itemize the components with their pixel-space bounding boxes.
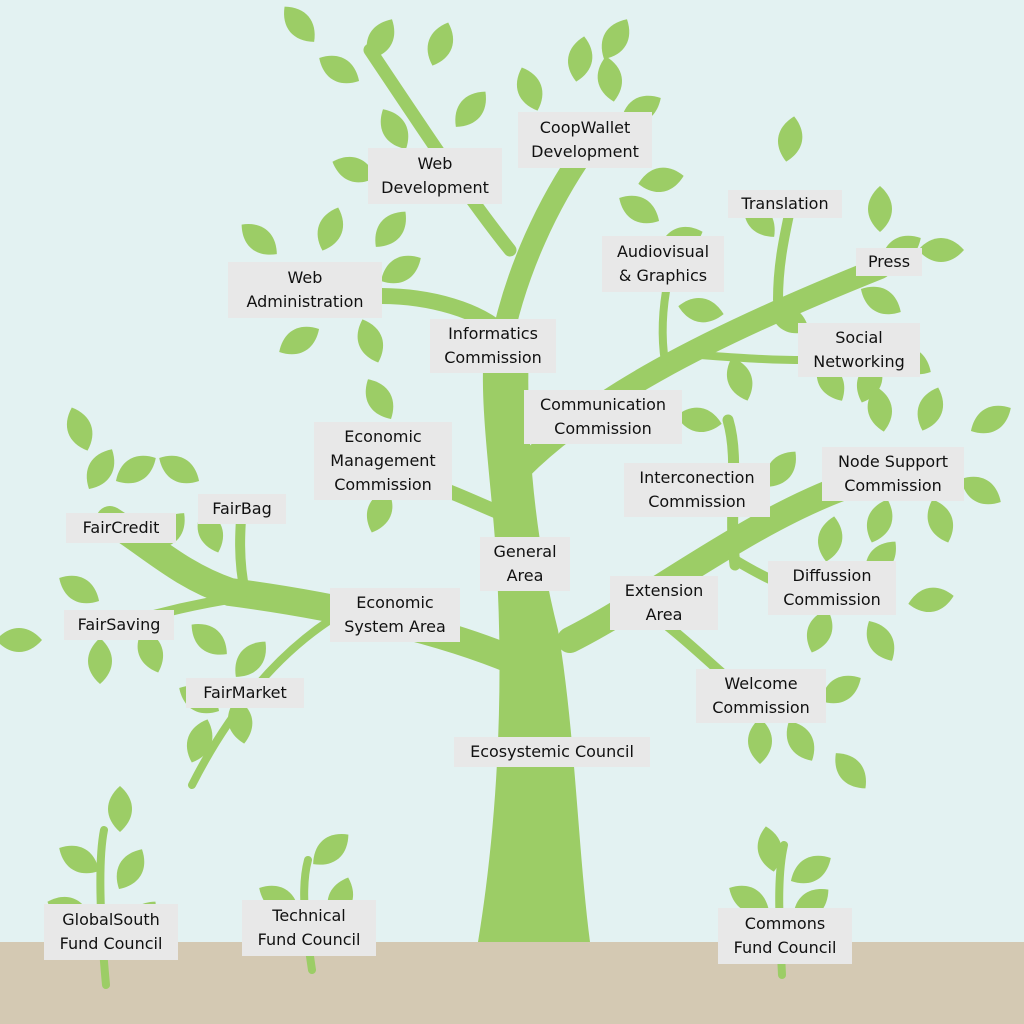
node-web-development: Web Development	[368, 148, 502, 204]
leaf	[917, 387, 943, 431]
leaf	[279, 326, 320, 355]
leaf	[241, 224, 277, 255]
branch-economic-system	[96, 506, 549, 684]
leaf	[619, 195, 660, 224]
leaf	[927, 499, 953, 543]
leaf	[59, 845, 100, 874]
leaf	[235, 641, 266, 677]
node-fairbag: FairBag	[198, 494, 286, 524]
node-globalsouth-fund-council: GlobalSouth Fund Council	[44, 904, 178, 960]
node-economic-management-commission: Economic Management Commission	[314, 422, 452, 500]
branch-social	[696, 351, 809, 364]
node-ecosystemic-council: Ecosystemic Council	[454, 737, 650, 767]
node-fairsaving: FairSaving	[64, 610, 174, 640]
leaf	[380, 255, 421, 284]
node-commons-fund-council: Commons Fund Council	[718, 908, 852, 964]
sprout-globalsouth	[96, 826, 110, 989]
leaf	[59, 575, 100, 604]
leaf	[455, 91, 486, 127]
node-diffussion-commission: Diffussion Commission	[768, 561, 896, 615]
leaf	[868, 186, 892, 232]
leaf	[357, 319, 383, 363]
leaf	[313, 834, 349, 865]
node-fairmarket: FairMarket	[186, 678, 304, 708]
node-web-administration: Web Administration	[228, 262, 382, 318]
node-informatics-commission: Informatics Commission	[430, 319, 556, 373]
leaf	[86, 449, 115, 490]
node-general-area: General Area	[480, 537, 570, 591]
node-economic-system-area: Economic System Area	[330, 588, 460, 642]
leaf	[908, 587, 954, 612]
node-faircredit: FairCredit	[66, 513, 176, 543]
leaf	[332, 157, 376, 183]
leaf	[748, 718, 772, 764]
leaf	[568, 36, 593, 82]
branch-audiovisual	[658, 276, 672, 366]
trunk	[478, 320, 590, 942]
leaf	[835, 753, 866, 789]
leaf	[866, 620, 895, 661]
leaf	[601, 19, 630, 60]
leaf	[137, 629, 163, 673]
leaf	[790, 855, 831, 884]
node-communication-commission: Communication Commission	[524, 390, 682, 444]
leaf	[375, 211, 406, 247]
leaf	[0, 628, 42, 652]
leaf	[807, 609, 833, 653]
leaf	[284, 6, 315, 42]
leaf	[116, 849, 145, 890]
leaf	[367, 489, 393, 533]
leaf	[778, 116, 803, 162]
leaf	[820, 675, 861, 704]
node-press: Press	[856, 248, 922, 276]
leaf	[765, 451, 796, 487]
leaf	[159, 455, 200, 484]
leaf	[727, 357, 753, 401]
leaf	[597, 56, 622, 102]
leaf	[960, 476, 1001, 505]
leaf	[365, 379, 394, 420]
leaf	[319, 55, 360, 84]
leaf	[860, 286, 901, 315]
leaf	[867, 386, 892, 432]
leaf	[380, 109, 409, 150]
leaf	[757, 826, 782, 872]
leaf	[88, 638, 112, 684]
leaf	[970, 405, 1011, 434]
leaf	[729, 885, 770, 914]
node-audiovisual-graphics: Audiovisual & Graphics	[602, 236, 724, 292]
node-social-networking: Social Networking	[798, 323, 920, 377]
node-welcome-commission: Welcome Commission	[696, 669, 826, 723]
branch-extension	[557, 472, 863, 653]
node-node-support-commission: Node Support Commission	[822, 447, 964, 501]
node-extension-area: Extension Area	[610, 576, 718, 630]
leaf	[818, 516, 843, 562]
leaf	[918, 238, 964, 262]
leaf	[517, 67, 543, 111]
leaf	[67, 407, 93, 451]
leaf	[108, 786, 132, 832]
leaf	[191, 624, 227, 655]
node-translation: Translation	[728, 190, 842, 218]
leaf	[638, 167, 684, 192]
node-interconection-commission: Interconection Commission	[624, 463, 770, 517]
leaf	[786, 720, 815, 761]
node-technical-fund-council: Technical Fund Council	[242, 900, 376, 956]
leaf	[867, 499, 893, 543]
leaf	[678, 298, 724, 323]
leaf	[317, 207, 343, 251]
leaf	[115, 455, 156, 484]
leaf	[676, 407, 722, 432]
node-coopwallet-development: CoopWallet Development	[518, 112, 652, 168]
leaf	[427, 22, 453, 66]
